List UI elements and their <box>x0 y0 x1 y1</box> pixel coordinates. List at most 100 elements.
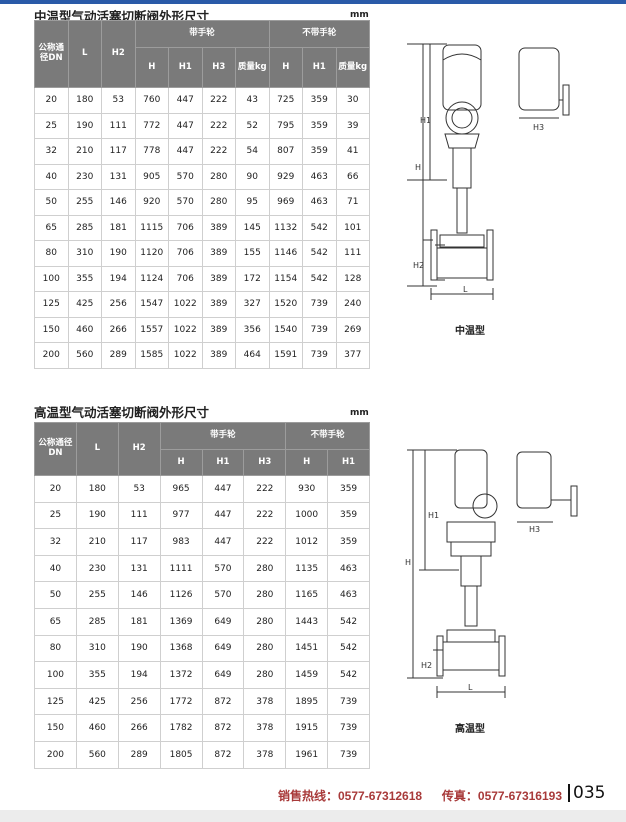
table-cell: 1585 <box>134 342 169 369</box>
table-cell: 447 <box>201 501 245 530</box>
table-cell: 463 <box>327 581 370 609</box>
label-h3: H3 <box>529 525 540 534</box>
table-cell: 1146 <box>268 240 303 267</box>
table-cell: 53 <box>101 87 136 114</box>
table-cell: 100 <box>34 661 77 689</box>
table-cell: 131 <box>101 163 136 190</box>
header-h: H <box>285 449 329 476</box>
table-cell: 327 <box>235 291 270 318</box>
medium-temp-dimensions-table: 公称通径DN L H2 带手轮 不带手轮 H H1 H3 质量kg H H1 质… <box>34 20 370 369</box>
table-cell: 1111 <box>159 554 203 583</box>
table-cell: 222 <box>201 87 236 114</box>
table-cell: 739 <box>327 740 370 769</box>
label-h1: H1 <box>428 511 439 520</box>
table-cell: 760 <box>134 87 169 114</box>
table-cell: 285 <box>67 214 102 241</box>
table-cell: 240 <box>335 291 370 318</box>
table-cell: 125 <box>34 291 69 318</box>
table-cell: 920 <box>134 189 169 216</box>
table-cell: 289 <box>101 342 136 369</box>
label-h2: H2 <box>421 661 432 670</box>
table-cell: 378 <box>243 740 287 769</box>
table-cell: 145 <box>235 214 270 241</box>
label-h: H <box>405 558 411 567</box>
table-cell: 389 <box>201 240 236 267</box>
table-cell: 1135 <box>285 554 329 583</box>
table-cell: 222 <box>201 112 236 139</box>
table-cell: 190 <box>101 240 136 267</box>
table-cell: 425 <box>75 687 119 716</box>
table-cell: 255 <box>75 581 119 609</box>
header-h1: H1 <box>201 449 245 476</box>
table-cell: 463 <box>302 189 337 216</box>
table-cell: 560 <box>75 740 119 769</box>
bottom-band <box>0 810 626 822</box>
table-cell: 128 <box>335 265 370 292</box>
table-cell: 649 <box>201 607 245 636</box>
table-cell: 222 <box>243 501 287 530</box>
table-cell: 356 <box>235 316 270 343</box>
table-cell: 649 <box>201 661 245 689</box>
table-cell: 80 <box>34 240 69 267</box>
table-cell: 111 <box>335 240 370 267</box>
table1-unit: mm <box>350 10 369 20</box>
table-cell: 1022 <box>168 342 203 369</box>
table-cell: 977 <box>159 501 203 530</box>
table-cell: 53 <box>117 475 161 503</box>
table-cell: 739 <box>302 342 337 369</box>
table-cell: 280 <box>243 634 287 663</box>
table-cell: 872 <box>201 740 245 769</box>
table-cell: 266 <box>101 316 136 343</box>
table-cell: 131 <box>117 554 161 583</box>
table-cell: 389 <box>201 291 236 318</box>
table-cell: 570 <box>201 581 245 609</box>
table-cell: 1120 <box>134 240 169 267</box>
table-cell: 570 <box>168 163 203 190</box>
table-cell: 1165 <box>285 581 329 609</box>
table-cell: 117 <box>101 138 136 165</box>
table-cell: 65 <box>34 607 77 636</box>
header-h: H <box>159 449 203 476</box>
table-cell: 210 <box>67 138 102 165</box>
table-cell: 447 <box>201 475 245 503</box>
table-cell: 150 <box>34 316 69 343</box>
table-cell: 146 <box>101 189 136 216</box>
table-cell: 25 <box>34 501 77 530</box>
table-cell: 355 <box>67 265 102 292</box>
table-cell: 310 <box>75 634 119 663</box>
table-cell: 41 <box>335 138 370 165</box>
high-temp-valve-diagram: H H1 H2 H3 L <box>405 449 578 698</box>
table-cell: 181 <box>101 214 136 241</box>
table-cell: 1132 <box>268 214 303 241</box>
table-cell: 872 <box>201 714 245 742</box>
table-cell: 389 <box>201 316 236 343</box>
table-cell: 222 <box>201 138 236 165</box>
table-cell: 447 <box>168 138 203 165</box>
table-cell: 930 <box>285 475 329 503</box>
fax-number: 传真：0577-67316193 <box>441 789 562 803</box>
header-h: H <box>268 47 303 88</box>
header-h: H <box>134 47 169 88</box>
table-cell: 190 <box>75 501 119 530</box>
table-cell: 200 <box>34 342 69 369</box>
table-cell: 570 <box>168 189 203 216</box>
table-cell: 146 <box>117 581 161 609</box>
table-cell: 111 <box>101 112 136 139</box>
table-cell: 222 <box>243 475 287 503</box>
table-cell: 739 <box>327 687 370 716</box>
header-without-handwheel: 不带手轮 <box>285 422 370 450</box>
table-cell: 542 <box>302 265 337 292</box>
table-cell: 25 <box>34 112 69 139</box>
table-cell: 20 <box>34 87 69 114</box>
table-cell: 155 <box>235 240 270 267</box>
table-cell: 256 <box>117 687 161 716</box>
table-cell: 289 <box>117 740 161 769</box>
table-cell: 778 <box>134 138 169 165</box>
table-cell: 150 <box>34 714 77 742</box>
